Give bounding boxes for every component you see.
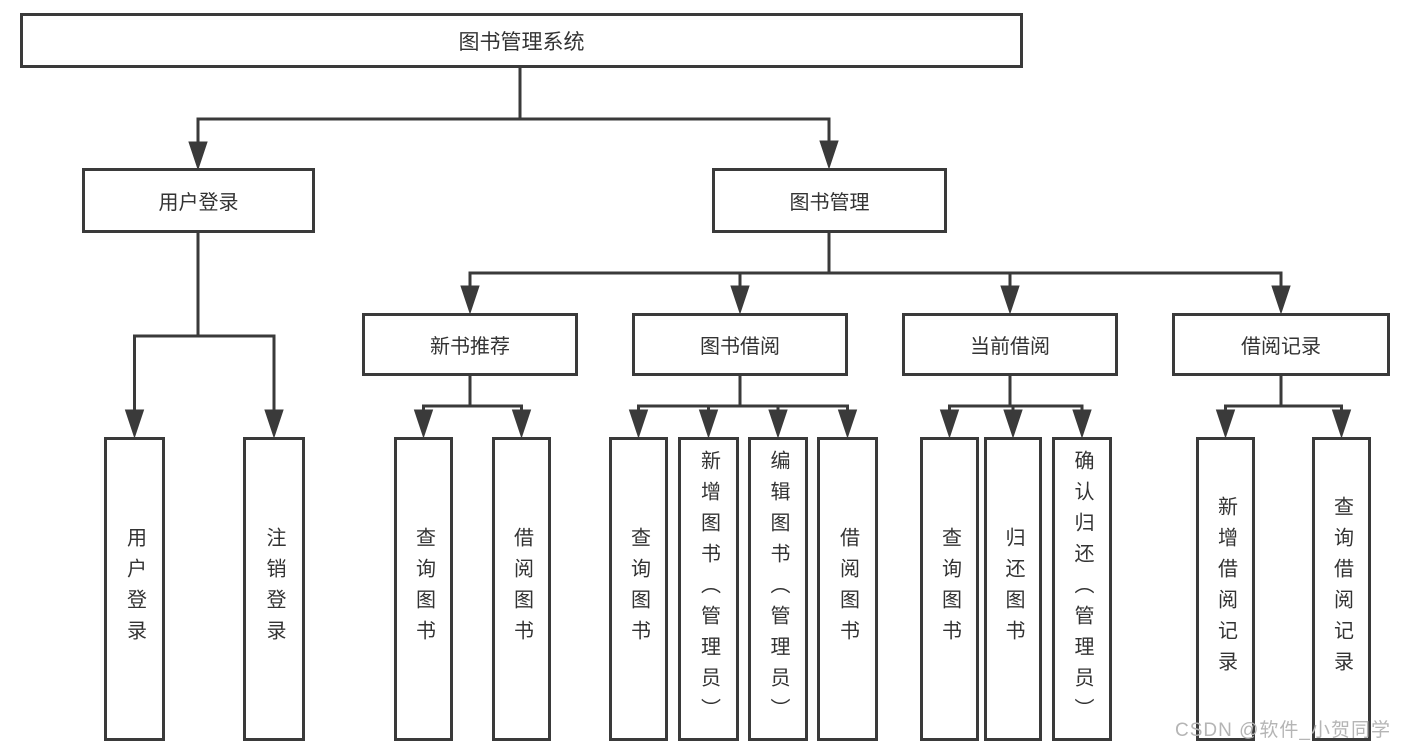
node-label: 图书管理 — [789, 192, 870, 214]
node-label: 当前借阅 — [970, 336, 1050, 358]
node-user-login: 用户登录 — [82, 168, 315, 233]
node-label: 图书借阅 — [700, 336, 780, 358]
node-label: 借阅图书 — [836, 527, 859, 651]
node-label: 确认归还（管理员） — [1071, 449, 1093, 729]
node-label: 查询图书 — [627, 527, 650, 651]
leaf-user-login: 用户登录 — [104, 437, 165, 741]
leaf-confirm-return-admin: 确认归还（管理员） — [1052, 437, 1112, 741]
node-label: 新增图书（管理员） — [697, 449, 720, 729]
node-label: 借阅图书 — [510, 527, 533, 651]
node-book-management: 图书管理 — [712, 168, 947, 233]
node-new-book-recommend: 新书推荐 — [362, 313, 578, 376]
connector-recommend-to-children — [413, 376, 532, 439]
leaf-logout: 注销登录 — [243, 437, 305, 741]
node-label: 新书推荐 — [430, 336, 510, 358]
node-label: 查询图书 — [938, 527, 961, 651]
node-label: 新增借阅记录 — [1214, 496, 1237, 682]
node-borrowing-records: 借阅记录 — [1172, 313, 1390, 376]
node-label: 借阅记录 — [1241, 336, 1321, 358]
leaf-add-book-admin: 新增图书（管理员） — [678, 437, 739, 741]
node-label: 查询借阅记录 — [1330, 496, 1353, 682]
connector-borrow-to-children — [628, 376, 858, 439]
node-label: 编辑图书（管理员） — [767, 449, 789, 729]
connector-current-to-children — [939, 376, 1092, 439]
leaf-query-borrow-record: 查询借阅记录 — [1312, 437, 1371, 741]
node-book-borrowing: 图书借阅 — [632, 313, 848, 376]
leaf-borrow-books-recommend: 借阅图书 — [492, 437, 551, 741]
node-label: 用户登录 — [123, 527, 146, 651]
leaf-add-borrow-record: 新增借阅记录 — [1196, 437, 1255, 741]
connector-root-to-level2 — [188, 68, 839, 171]
node-library-management-system: 图书管理系统 — [20, 13, 1023, 68]
leaf-query-books-current: 查询图书 — [920, 437, 979, 741]
node-label: 归还图书 — [1002, 527, 1024, 651]
leaf-borrow-books: 借阅图书 — [817, 437, 878, 741]
leaf-edit-book-admin: 编辑图书（管理员） — [748, 437, 808, 741]
node-label: 用户登录 — [158, 192, 239, 214]
leaf-return-book: 归还图书 — [984, 437, 1042, 741]
leaf-query-books-borrow: 查询图书 — [609, 437, 668, 741]
node-label: 查询图书 — [412, 527, 435, 651]
node-label: 注销登录 — [263, 527, 285, 651]
connector-userlogin-to-children — [124, 233, 284, 439]
node-current-borrowing: 当前借阅 — [902, 313, 1118, 376]
node-label: 图书管理系统 — [458, 30, 585, 54]
leaf-query-books-recommend: 查询图书 — [394, 437, 453, 741]
connector-bookmgmt-to-level3 — [460, 233, 1291, 315]
connector-records-to-children — [1215, 376, 1352, 439]
